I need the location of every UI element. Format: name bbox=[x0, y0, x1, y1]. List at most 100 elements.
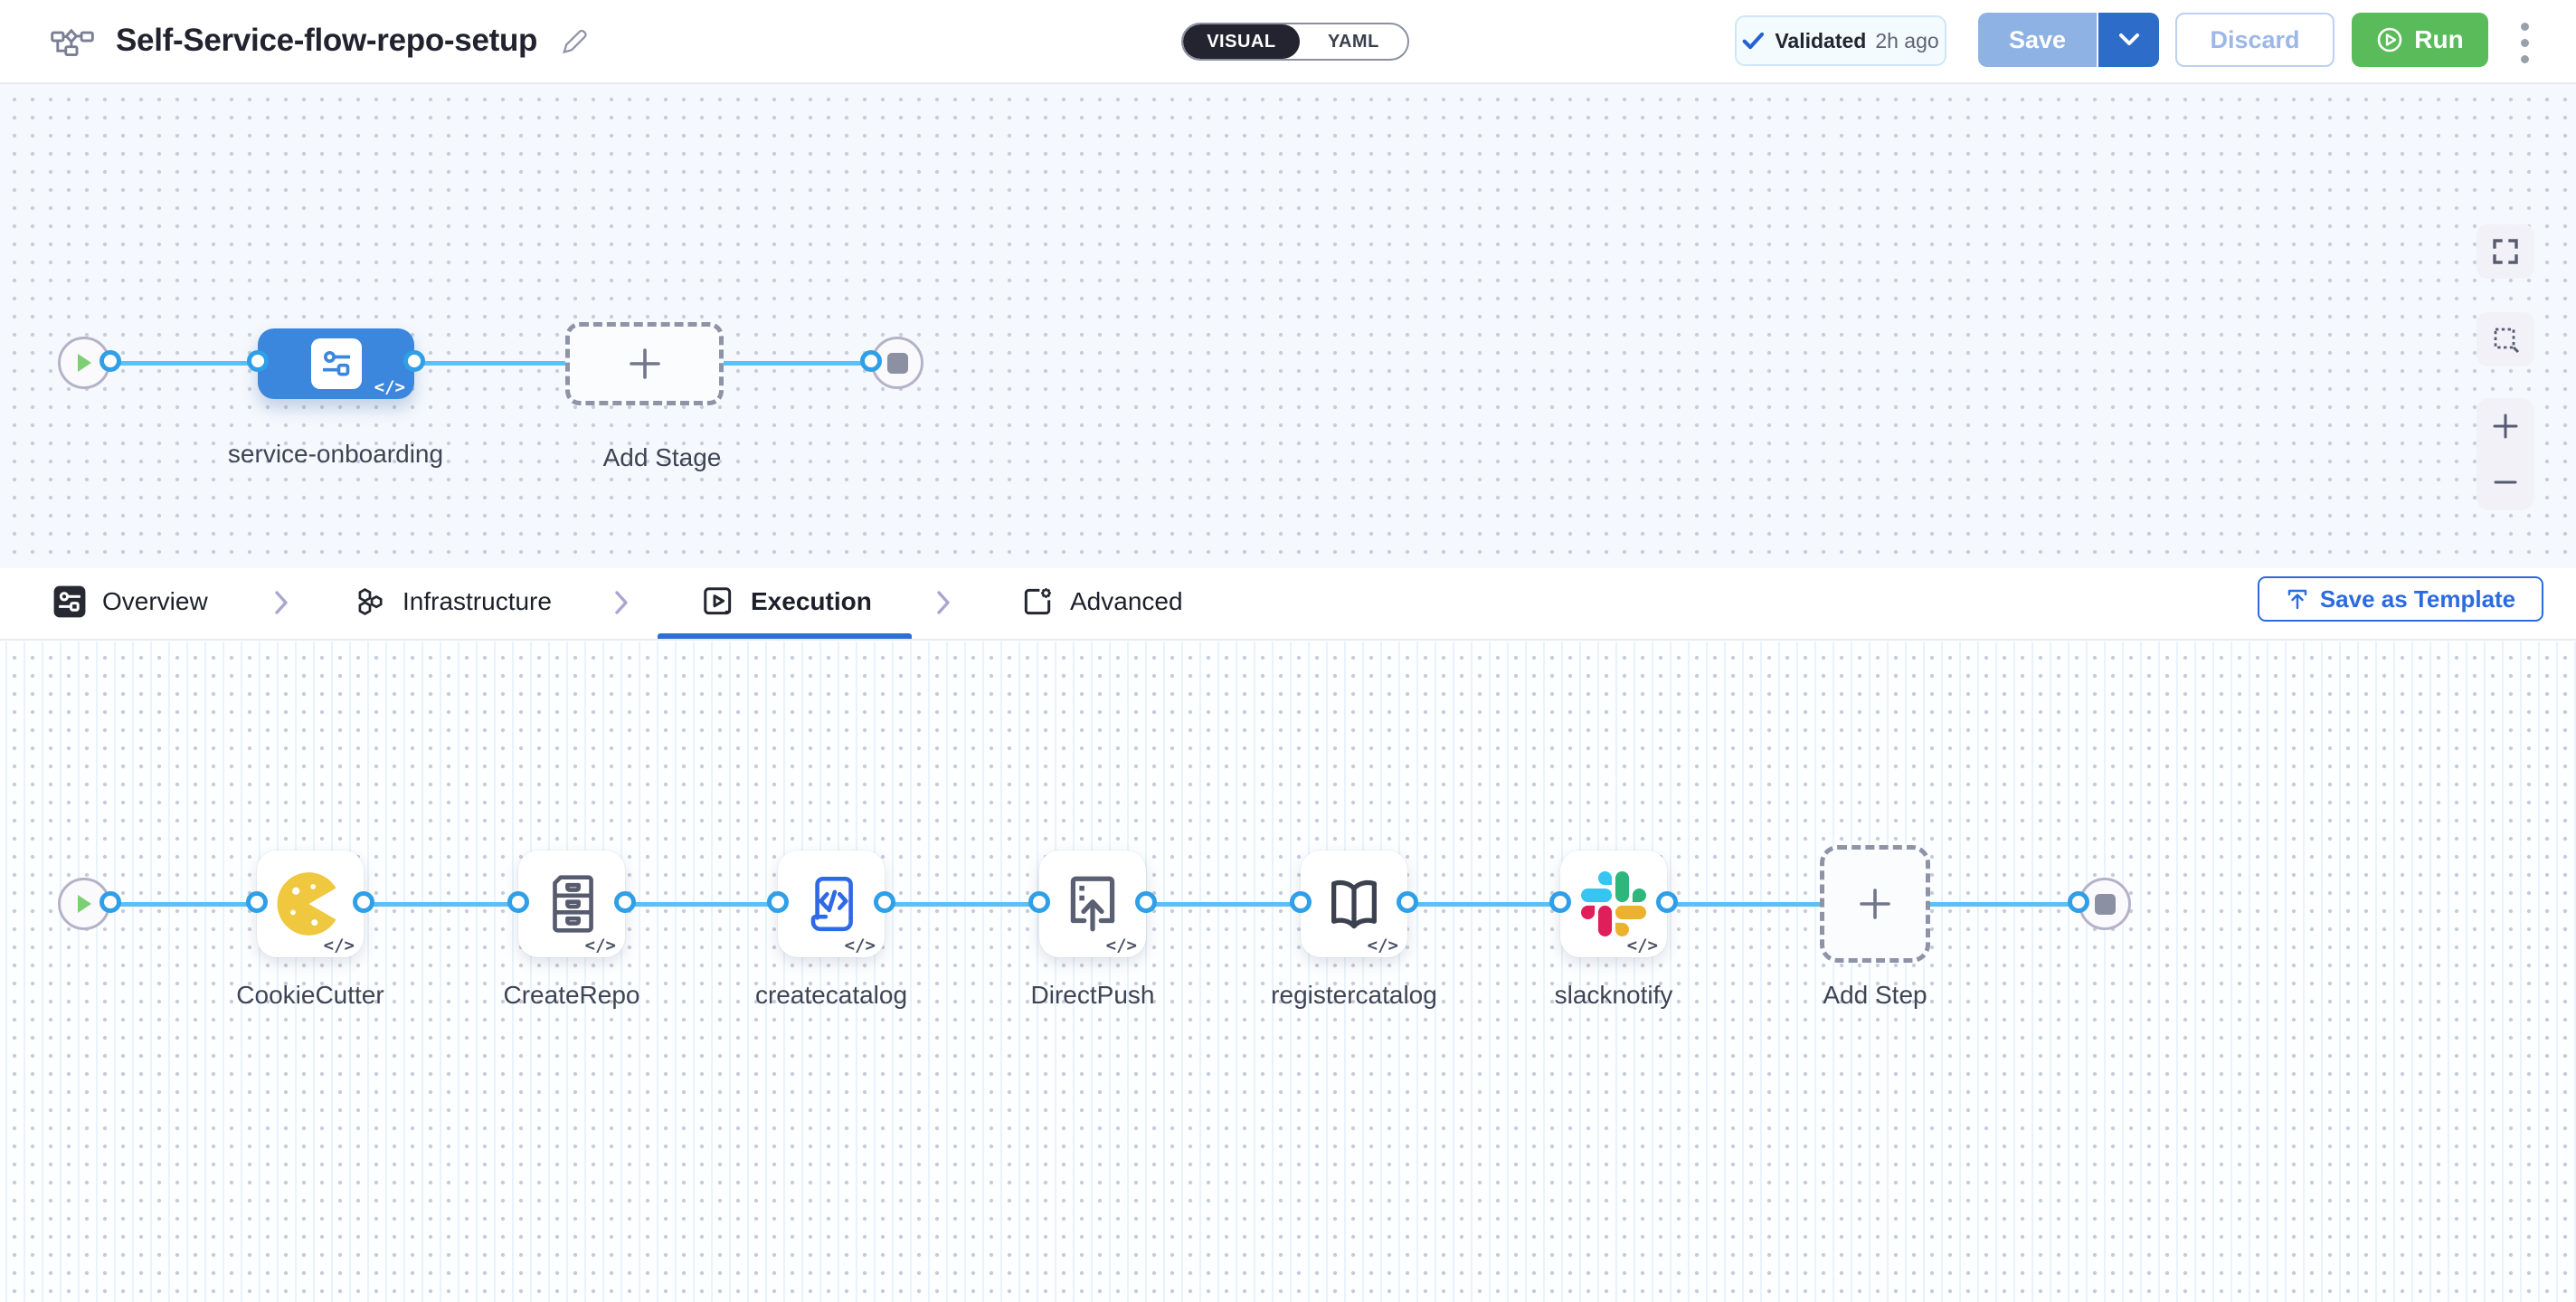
zoom-out-button[interactable] bbox=[2477, 454, 2534, 510]
connector-ring[interactable] bbox=[403, 350, 425, 372]
step-directpush[interactable]: </> bbox=[1039, 851, 1146, 957]
step-createcatalog[interactable]: </> bbox=[778, 851, 885, 957]
tab-overview[interactable]: Overview bbox=[52, 568, 208, 635]
createrepo-icon bbox=[553, 875, 593, 933]
tab-label: Infrastructure bbox=[402, 587, 552, 615]
chevron-right-icon bbox=[933, 588, 953, 617]
edit-title-icon[interactable] bbox=[559, 26, 588, 55]
stage-flow-line bbox=[84, 361, 897, 366]
step-code-badge: </> bbox=[584, 936, 616, 955]
stage-node-service-onboarding[interactable]: </> bbox=[258, 328, 414, 399]
marquee-selection-icon bbox=[2494, 328, 2520, 354]
more-options-menu[interactable] bbox=[2504, 20, 2545, 65]
page-title: Self-Service-flow-repo-setup bbox=[116, 22, 538, 58]
connector-ring[interactable] bbox=[353, 891, 374, 913]
connector-ring[interactable] bbox=[860, 350, 882, 372]
step-label: CookieCutter bbox=[236, 981, 384, 1009]
connector-ring[interactable] bbox=[507, 891, 529, 913]
yaml-toggle[interactable]: YAML bbox=[1327, 31, 1379, 52]
save-as-template-label: Save as Template bbox=[2319, 584, 2516, 613]
save-button[interactable]: Save bbox=[1978, 13, 2098, 67]
step-label: registercatalog bbox=[1271, 981, 1437, 1009]
validated-check-icon bbox=[1742, 31, 1766, 51]
step-code-badge: </> bbox=[1105, 936, 1137, 955]
minus-icon bbox=[2494, 480, 2517, 484]
connector-ring[interactable] bbox=[874, 891, 895, 913]
infrastructure-icon bbox=[353, 584, 387, 619]
save-options-button[interactable] bbox=[2098, 13, 2159, 67]
plus-icon bbox=[1860, 889, 1890, 919]
connector-ring[interactable] bbox=[1028, 891, 1050, 913]
stop-icon bbox=[2094, 893, 2116, 915]
execution-canvas[interactable]: </> </> </> bbox=[0, 641, 2576, 1302]
connector-ring[interactable] bbox=[1290, 891, 1312, 913]
tab-label: Overview bbox=[102, 587, 208, 615]
connector-ring[interactable] bbox=[246, 891, 268, 913]
stage-canvas[interactable]: </> service-onboarding Add Stage bbox=[0, 83, 2576, 568]
chevron-down-icon bbox=[2118, 33, 2140, 47]
save-split-button: Save bbox=[1978, 13, 2159, 67]
connector-ring[interactable] bbox=[767, 891, 789, 913]
zoom-controls bbox=[2477, 398, 2534, 510]
connector-ring[interactable] bbox=[2068, 891, 2089, 913]
connector-ring[interactable] bbox=[1397, 891, 1418, 913]
step-cookiecutter[interactable]: </> bbox=[257, 851, 364, 957]
run-play-icon bbox=[2376, 26, 2403, 53]
step-label: CreateRepo bbox=[503, 981, 640, 1009]
view-mode-toggle: VISUAL YAML bbox=[1181, 23, 1409, 61]
chevron-right-icon bbox=[271, 588, 291, 617]
validated-badge[interactable]: Validated 2h ago bbox=[1735, 15, 1946, 66]
marquee-select-button[interactable] bbox=[2477, 312, 2534, 366]
step-code-badge: </> bbox=[844, 936, 876, 955]
plus-icon bbox=[629, 348, 660, 379]
connector-ring[interactable] bbox=[1549, 891, 1571, 913]
step-registercatalog[interactable]: </> bbox=[1301, 851, 1407, 957]
overview-icon bbox=[52, 584, 87, 619]
connector-ring[interactable] bbox=[614, 891, 636, 913]
discard-button[interactable]: Discard bbox=[2175, 13, 2334, 67]
tab-execution[interactable]: Execution bbox=[701, 568, 872, 635]
slacknotify-icon bbox=[1581, 871, 1646, 936]
step-label: DirectPush bbox=[1030, 981, 1155, 1009]
zoom-in-button[interactable] bbox=[2477, 398, 2534, 454]
connector-ring[interactable] bbox=[1656, 891, 1678, 913]
add-stage-button[interactable] bbox=[565, 322, 724, 405]
add-stage-label: Add Stage bbox=[602, 443, 722, 471]
fit-to-screen-button[interactable] bbox=[2477, 224, 2534, 279]
step-createrepo[interactable]: </> bbox=[518, 851, 625, 957]
fullscreen-icon bbox=[2493, 239, 2518, 264]
validated-time: 2h ago bbox=[1875, 28, 1939, 52]
registercatalog-icon bbox=[1331, 879, 1377, 929]
add-step-label: Add Step bbox=[1823, 981, 1927, 1009]
createcatalog-icon bbox=[810, 876, 853, 932]
tab-label: Advanced bbox=[1070, 587, 1183, 615]
cookiecutter-icon bbox=[277, 872, 336, 936]
plus-icon bbox=[2493, 413, 2518, 439]
pipeline-stage-icon bbox=[310, 338, 362, 389]
save-as-template-button[interactable]: Save as Template bbox=[2258, 576, 2543, 622]
validated-label: Validated bbox=[1775, 28, 1867, 52]
step-code-badge: </> bbox=[323, 936, 355, 955]
pipeline-flow-icon bbox=[51, 25, 94, 56]
advanced-icon bbox=[1020, 584, 1055, 619]
active-tab-indicator bbox=[658, 633, 912, 639]
step-code-badge: </> bbox=[1367, 936, 1398, 955]
run-label: Run bbox=[2414, 25, 2464, 53]
tab-advanced[interactable]: Advanced bbox=[1020, 568, 1183, 635]
run-button[interactable]: Run bbox=[2352, 13, 2488, 67]
header: Self-Service-flow-repo-setup VISUAL YAML… bbox=[0, 0, 2576, 84]
step-slacknotify[interactable]: </> bbox=[1560, 851, 1667, 957]
add-step-button[interactable] bbox=[1820, 845, 1930, 963]
tab-infrastructure[interactable]: Infrastructure bbox=[353, 568, 552, 635]
visual-toggle[interactable]: VISUAL bbox=[1183, 24, 1300, 59]
connector-ring[interactable] bbox=[99, 891, 121, 913]
connector-ring[interactable] bbox=[247, 350, 269, 372]
connector-ring[interactable] bbox=[1135, 891, 1157, 913]
start-play-icon bbox=[78, 354, 91, 372]
step-label: createcatalog bbox=[754, 981, 908, 1009]
start-play-icon bbox=[78, 895, 91, 913]
header-title-group: Self-Service-flow-repo-setup bbox=[51, 0, 588, 81]
connector-ring[interactable] bbox=[99, 350, 121, 372]
step-label: slacknotify bbox=[1554, 981, 1673, 1009]
